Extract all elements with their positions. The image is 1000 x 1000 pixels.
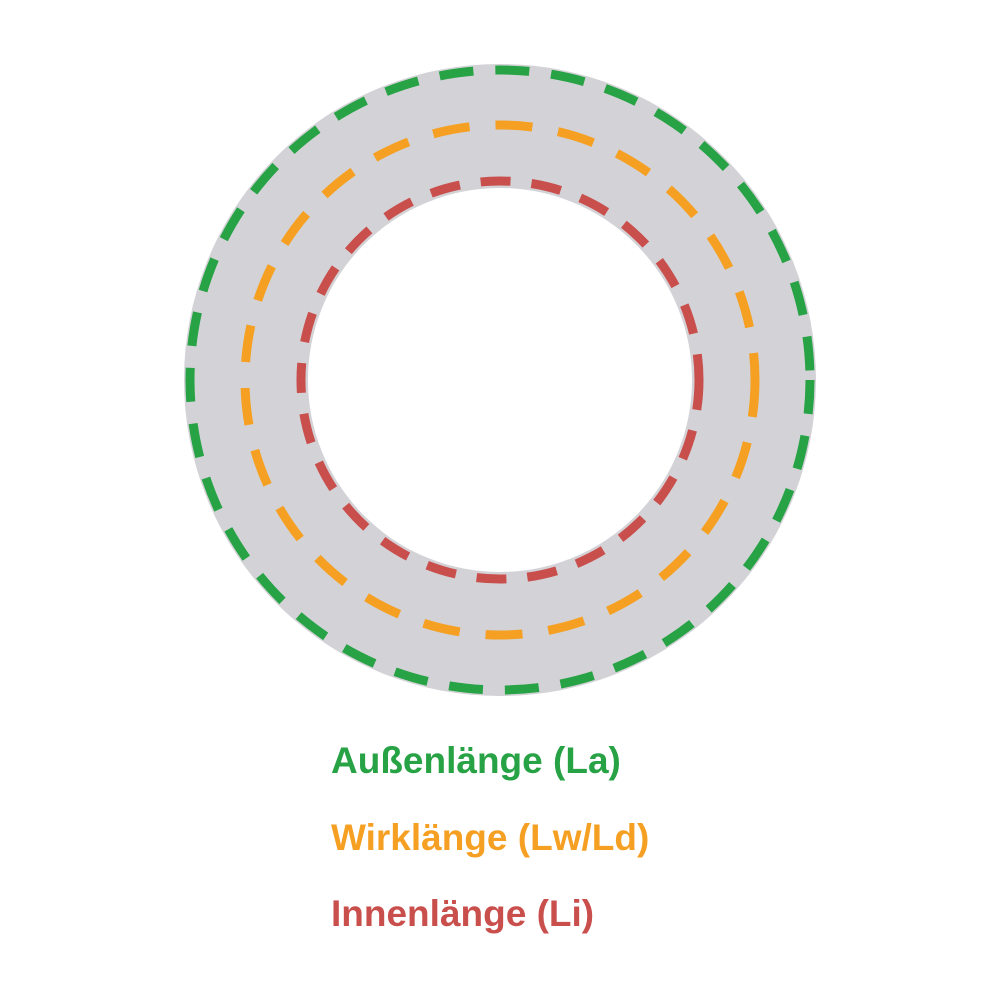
inner-length-circle (296, 176, 704, 584)
outer-length-label: Außenlänge (La) (331, 740, 621, 781)
effective-length-label: Wirklänge (Lw/Ld) (331, 817, 649, 858)
inner-length-label: Innenlänge (Li) (331, 893, 594, 934)
outer-length-circle (185, 65, 815, 695)
effective-length-circle (240, 120, 760, 640)
